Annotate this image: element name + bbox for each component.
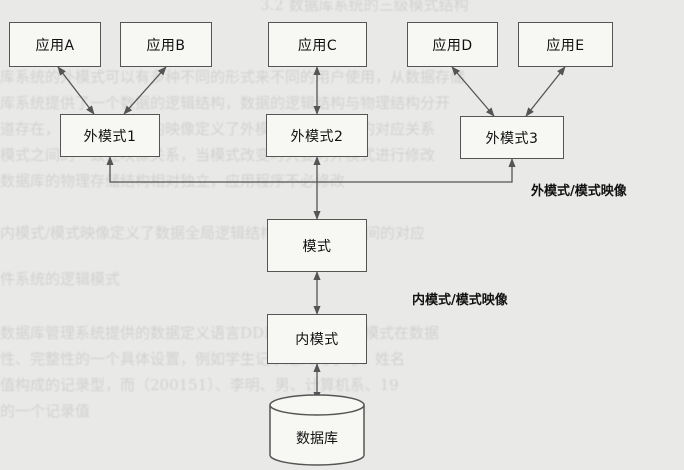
schema-label: 模式 <box>302 238 332 255</box>
edge-appD-ext3 <box>451 66 495 117</box>
external-schema-box-1: 外模式1 <box>60 114 160 157</box>
external-schema-box-2: 外模式2 <box>266 114 368 157</box>
edge-appE-ext3 <box>525 66 566 117</box>
external-schema-3-label: 外模式3 <box>485 130 539 147</box>
app-box-a: 应用A <box>9 22 101 67</box>
internal-schema-box: 内模式 <box>267 314 367 364</box>
external-schema-mapping-label: 外模式/模式映像 <box>531 184 627 199</box>
database-label-wrap: 数据库 <box>270 418 364 458</box>
app-box-b: 应用B <box>120 22 212 67</box>
external-schema-box-3: 外模式3 <box>460 116 564 159</box>
edge-ext3-schema <box>317 158 516 183</box>
app-box-c: 应用C <box>268 22 367 67</box>
external-schema-2-label: 外模式2 <box>290 128 344 145</box>
database-cylinder <box>269 394 365 466</box>
app-box-d: 应用D <box>407 22 498 67</box>
edge-ext1-schema <box>106 156 317 183</box>
app-b-label: 应用B <box>146 37 186 54</box>
app-box-e: 应用E <box>518 22 613 67</box>
schema-box: 模式 <box>267 219 367 272</box>
edge-appA-ext1 <box>57 66 95 115</box>
app-a-label: 应用A <box>35 37 75 54</box>
external-schema-1-label: 外模式1 <box>83 128 137 145</box>
app-d-label: 应用D <box>432 37 473 54</box>
app-c-label: 应用C <box>297 37 338 54</box>
internal-schema-mapping-label: 内模式/模式映像 <box>412 293 508 308</box>
database-label: 数据库 <box>296 431 338 447</box>
internal-schema-label: 内模式 <box>295 332 339 348</box>
edge-appB-ext1 <box>123 66 167 115</box>
app-e-label: 应用E <box>546 37 585 54</box>
